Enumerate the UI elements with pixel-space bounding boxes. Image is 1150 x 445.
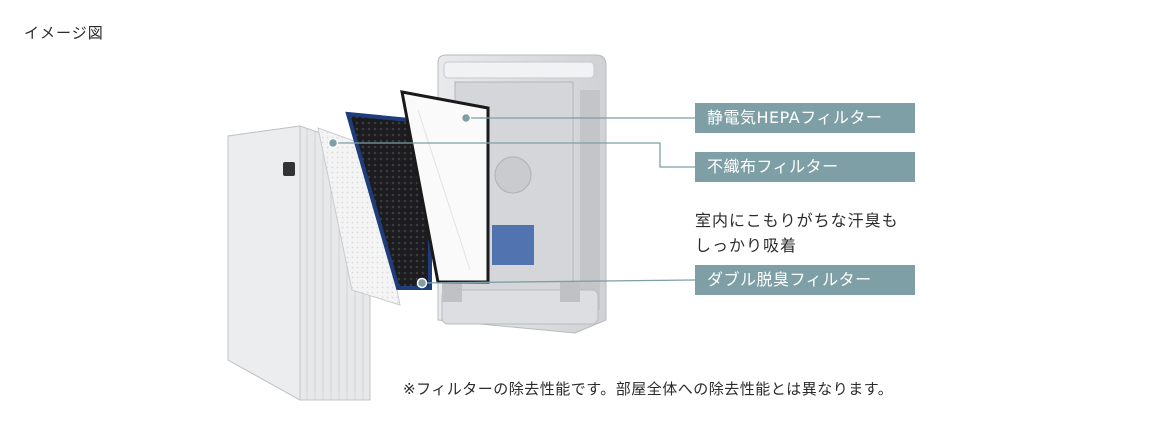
deodorizing-leader-dot — [418, 279, 427, 288]
callout-deodorizing-filter: ダブル脱臭フィルター — [695, 265, 915, 295]
footnote: ※フィルターの除去性能です。部屋全体への除去性能とは異なります。 — [403, 378, 893, 399]
deodorizing-description: 室内にこもりがちな汗臭も しっかり吸着 — [695, 208, 899, 258]
description-line-2: しっかり吸着 — [695, 233, 899, 258]
nonwoven-leader-dot — [329, 139, 338, 148]
callout-nonwoven-filter: 不織布フィルター — [695, 152, 915, 182]
hepa-leader-dot — [462, 114, 471, 123]
callout-hepa-filter: 静電気HEPAフィルター — [695, 103, 915, 133]
description-line-1: 室内にこもりがちな汗臭も — [695, 208, 899, 233]
